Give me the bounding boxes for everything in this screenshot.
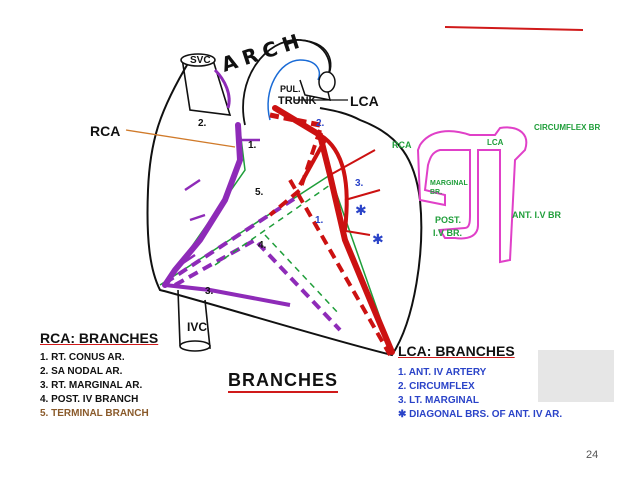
ivc-label: IVC (187, 320, 208, 334)
label-num-1-lca: 1. (315, 215, 324, 226)
rca-posterior (164, 283, 291, 307)
lca-branch-item: 1. ANT. IV ARTERY (398, 367, 487, 378)
svc-vessel (181, 57, 232, 116)
lca-label: LCA (350, 93, 379, 109)
rca-branches-title: RCA: BRANCHES (40, 330, 159, 346)
branches-title: BRANCHES (228, 370, 339, 393)
label-num-1: 1. (248, 140, 257, 151)
mini-marginal-label-2: BR. (430, 189, 443, 196)
rca-label: RCA (90, 123, 121, 139)
lca-branches-list: LCA: BRANCHES 1. ANT. IV ARTERY 2. CIRCU… (398, 343, 628, 420)
ivc-opening (179, 340, 211, 352)
right-groove-green (164, 129, 246, 286)
svc-opening (180, 53, 216, 67)
label-num-5: 5. (255, 187, 264, 198)
label-num-2-lca: 2. (316, 118, 325, 129)
mini-post-label-2: I.V BR. (433, 228, 463, 238)
rca-branches-list: RCA: BRANCHES 1. RT. CONUS AR. 2. SA NOD… (40, 330, 210, 419)
mini-lca-label: LCA (487, 138, 504, 147)
pulmonary-trunk (299, 39, 332, 101)
svc-label: SVC (190, 55, 211, 66)
label-num-3-lca: 3. (355, 178, 364, 189)
rca-branch-item: 2. SA NODAL AR. (40, 366, 123, 377)
pul-trunk-label-2: TRUNK (278, 95, 317, 107)
rca-vessel (162, 122, 244, 288)
lca-dashed-1 (268, 129, 322, 217)
mini-ant-iv-label: ANT. I.V BR (512, 210, 562, 220)
aortic-arch (242, 39, 331, 126)
trunk-opening (318, 71, 336, 93)
mini-circumflex-label: CIRCUMFLEX BR (534, 123, 601, 132)
rca-dashed-2 (174, 237, 342, 332)
pul-trunk-label-1: PUL. (280, 84, 301, 94)
page-number: 24 (586, 449, 599, 461)
rca-branch-item: 3. RT. MARGINAL AR. (40, 380, 143, 391)
lca-branch-item: 3. LT. MARGINAL (398, 395, 479, 406)
rca-dashed-1 (163, 193, 302, 285)
header-red-line (444, 26, 584, 31)
rca-top-branch (213, 68, 231, 109)
rca-branch-item: 4. POST. IV BRANCH (40, 394, 139, 405)
label-num-2: 2. (198, 118, 207, 129)
lca-branches-title: LCA: BRANCHES (398, 343, 515, 359)
rca-branch-item: 5. TERMINAL BRANCH (40, 408, 149, 419)
rca-branch-item: 1. RT. CONUS AR. (40, 352, 125, 363)
star-marker-1: ✱ (355, 202, 367, 218)
mini-diagram (416, 126, 528, 264)
star-marker-2: ✱ (372, 231, 384, 247)
lca-vessel (272, 105, 395, 355)
lca-branch-item: ✱ DIAGONAL BRS. OF ANT. IV AR. (398, 409, 563, 420)
label-num-4: 4. (258, 240, 267, 251)
lca-branch-item: 2. CIRCUMFLEX (398, 381, 475, 392)
mini-marginal-label-1: MARGINAL (430, 180, 468, 187)
aortic-arch-inner (267, 59, 321, 121)
rca-pointer (125, 129, 236, 148)
mini-post-label-1: POST. (435, 215, 462, 225)
placeholder-box (538, 350, 614, 402)
heart-outline (146, 59, 423, 357)
lca-dashed-2 (288, 179, 392, 356)
mini-rca-label: RCA (392, 140, 412, 150)
label-num-3: 3. (205, 286, 214, 297)
